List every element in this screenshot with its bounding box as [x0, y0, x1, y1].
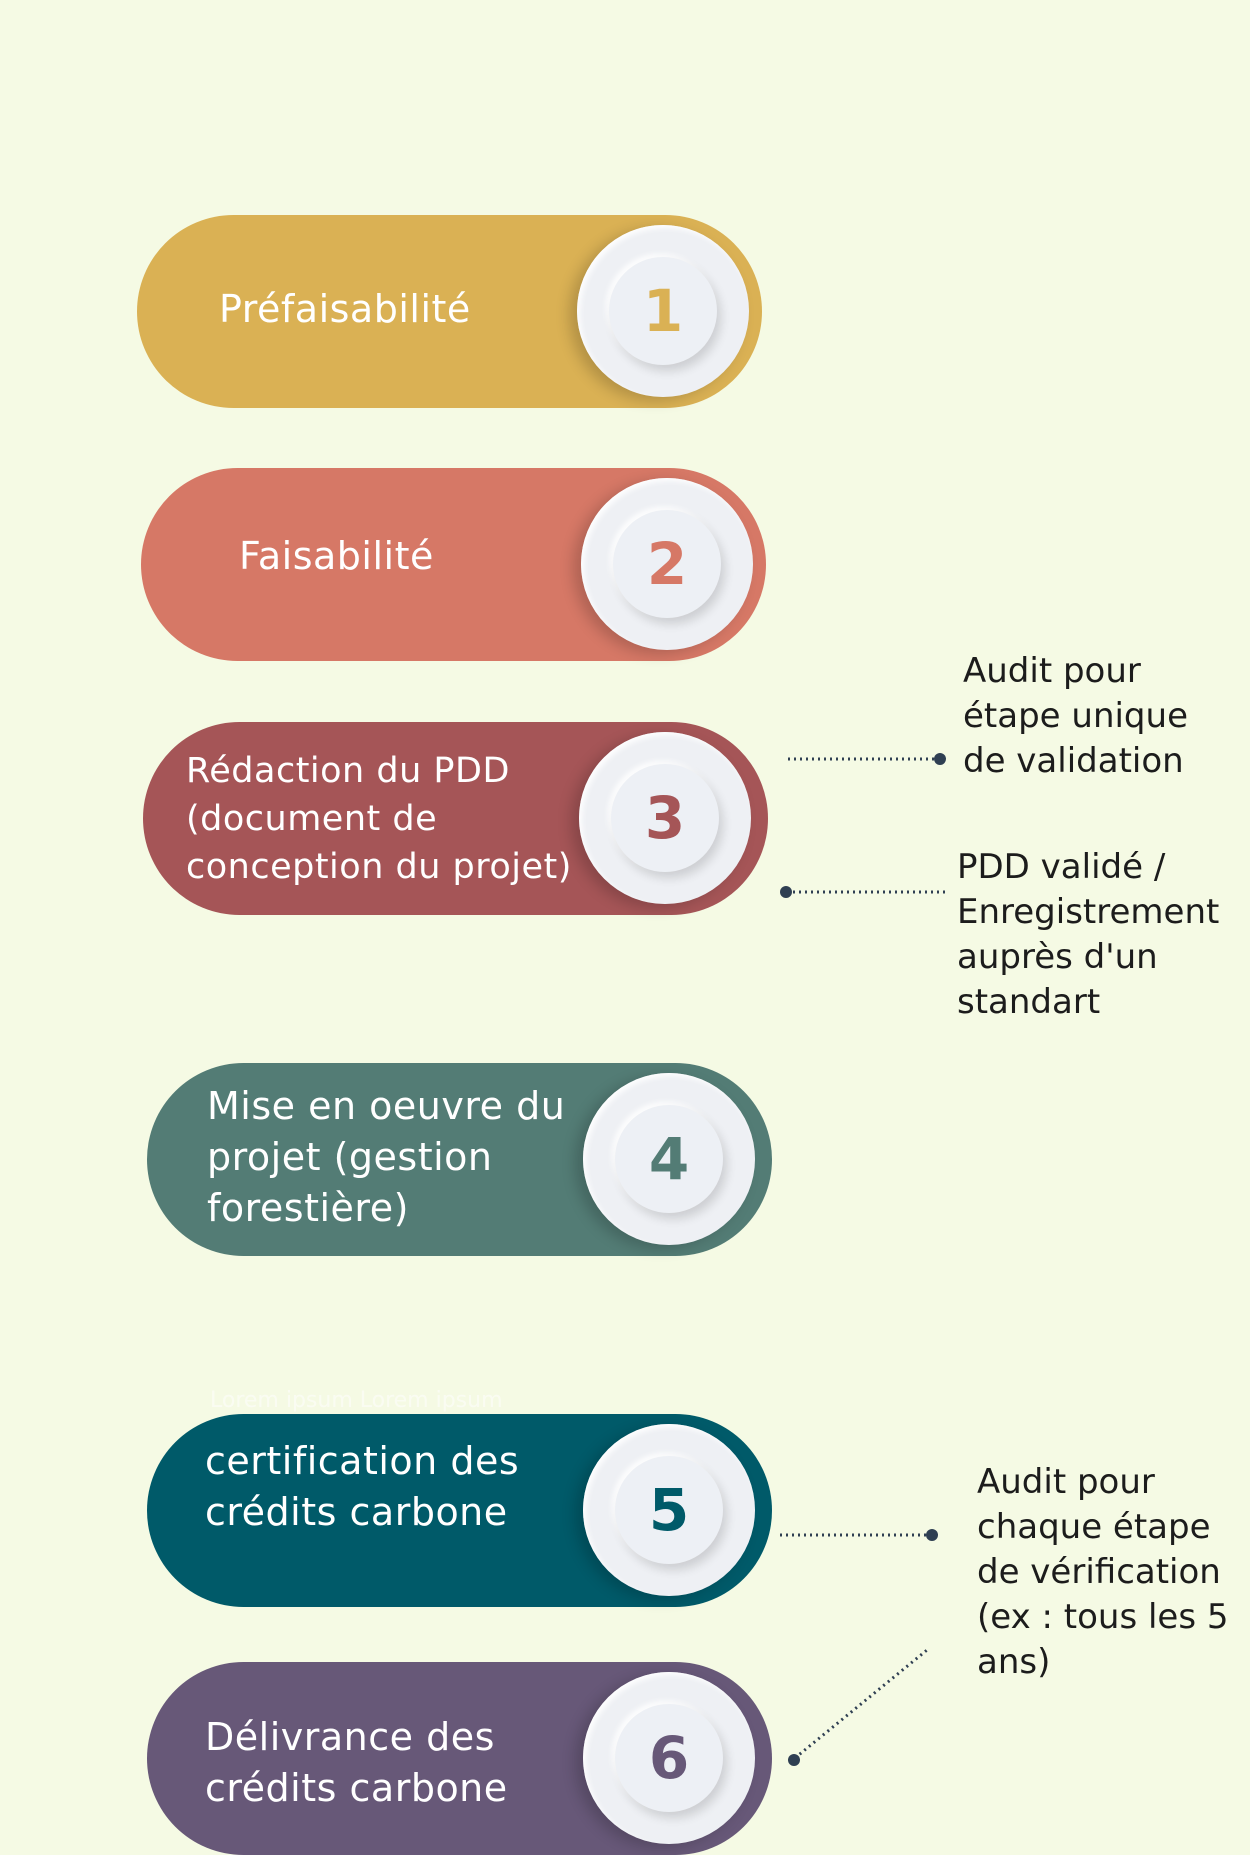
step-5-badge: 5 [583, 1424, 755, 1596]
step-2-number: 2 [646, 530, 688, 598]
note-verification-audit: Audit pour chaque étape de vérification … [977, 1462, 1229, 1682]
connector-3-dot [926, 1529, 938, 1541]
step-1-label: Préfaisabilité [219, 287, 471, 331]
step-5-number: 5 [648, 1476, 690, 1544]
note-pdd-validated: PDD validé / Enregistrement auprès d'un … [957, 847, 1220, 1022]
step-1-badge: 1 [577, 225, 749, 397]
step-5-pill: certification des crédits carbone 5 [147, 1414, 772, 1607]
step-2-badge: 2 [581, 478, 753, 650]
connector-1-dot [934, 753, 946, 765]
step-1-number: 1 [642, 277, 684, 345]
step-2-pill: Faisabilité 2 [141, 468, 766, 661]
step-4-number: 4 [648, 1125, 690, 1193]
step-6-number: 6 [648, 1724, 690, 1792]
step-5-label: certification des crédits carbone [205, 1439, 520, 1534]
step-2-label: Faisabilité [239, 534, 434, 578]
connector-2-dot [780, 886, 792, 898]
connector-lines [780, 753, 946, 1766]
step-4-badge: 4 [583, 1073, 755, 1245]
step-3-label: Rédaction du PDD (document de conception… [186, 751, 572, 887]
note-validation-audit: Audit pour étape unique de validation [963, 651, 1188, 781]
step-1-pill: Préfaisabilité 1 [137, 215, 762, 408]
step-3-number: 3 [644, 784, 686, 852]
connector-4 [794, 1648, 928, 1760]
placeholder-text: Lorem ipsum Lorem ipsum [210, 1388, 503, 1413]
step-4-pill: Mise en oeuvre du projet (gestion forest… [147, 1063, 772, 1256]
connector-4-dot [788, 1754, 800, 1766]
step-4-label: Mise en oeuvre du projet (gestion forest… [207, 1084, 566, 1230]
step-3-badge: 3 [579, 732, 751, 904]
step-3-pill: Rédaction du PDD (document de conception… [143, 722, 768, 915]
